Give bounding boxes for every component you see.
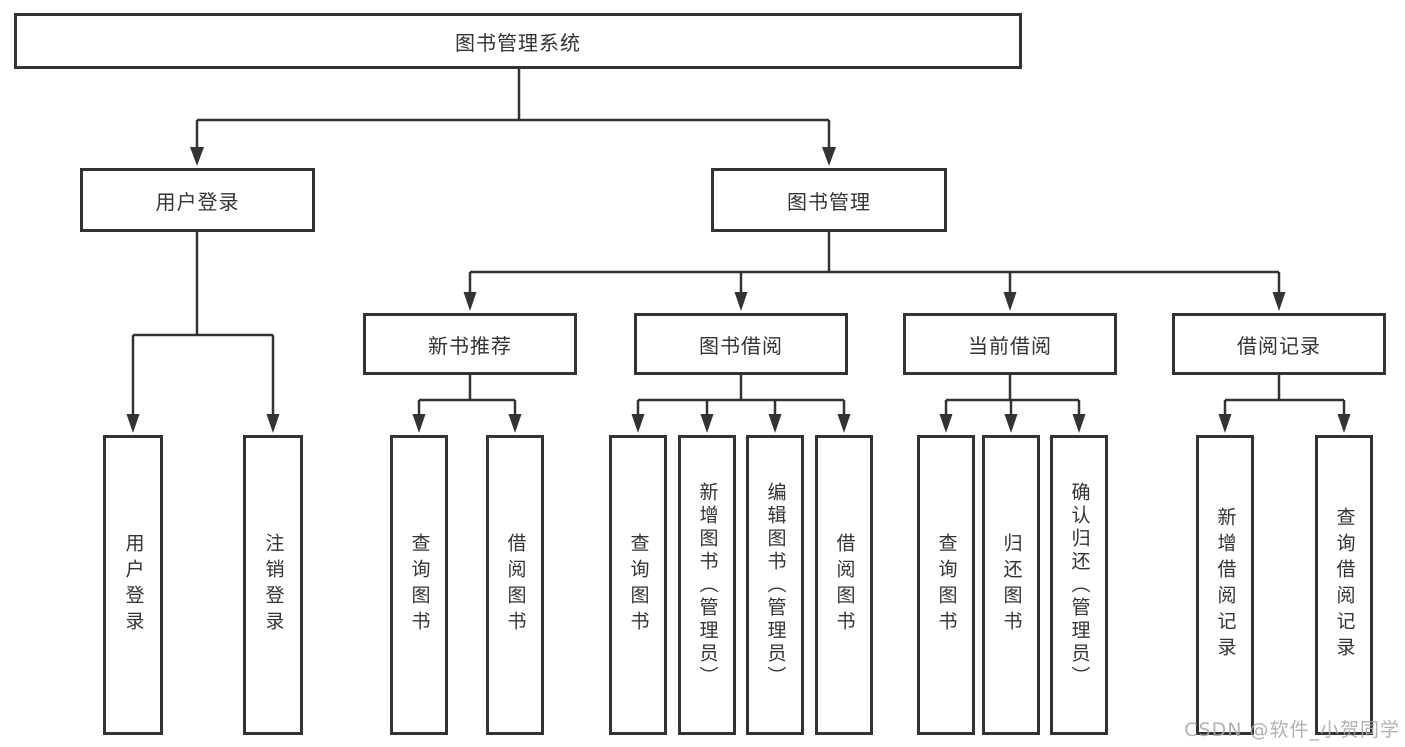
connector-new-book-to-leaves [417, 375, 517, 416]
connector-borrow-record-to-leaves [1223, 375, 1346, 416]
leaf-edit-book-admin-label: 编辑图书（管理员） [764, 481, 787, 689]
leaf-return-book: 归还图书 [982, 435, 1040, 735]
leaf-add-book-admin-label: 新增图书（管理员） [696, 481, 719, 689]
node-book-borrow-label: 图书借阅 [699, 333, 783, 358]
node-user-login: 用户登录 [80, 168, 315, 232]
node-new-book-recommend-label: 新书推荐 [428, 333, 512, 358]
node-borrow-record-label: 借阅记录 [1237, 333, 1321, 358]
csdn-watermark: CSDN @软件_小贺同学 [1184, 719, 1400, 741]
leaf-borrow-book-recommend: 借阅图书 [486, 435, 544, 735]
leaf-logout-login: 注销登录 [243, 435, 303, 735]
node-current-borrow: 当前借阅 [903, 313, 1117, 375]
arrowheads-level2 [190, 147, 836, 166]
leaf-query-book-current-label: 查询图书 [935, 533, 958, 637]
leaf-query-book-recommend-label: 查询图书 [408, 533, 431, 637]
connector-book-management-to-level3 [468, 232, 1281, 293]
leaf-query-borrow-record-label: 查询借阅记录 [1333, 507, 1356, 663]
leaf-borrow-book-recommend-label: 借阅图书 [504, 533, 527, 637]
leaf-user-login-label: 用户登录 [122, 533, 145, 637]
node-book-management: 图书管理 [711, 168, 947, 232]
node-book-management-label: 图书管理 [787, 189, 871, 214]
leaf-query-book-borrow-label: 查询图书 [627, 533, 650, 637]
arrowheads-current-borrow-leaves [939, 414, 1086, 433]
node-borrow-record: 借阅记录 [1172, 313, 1386, 375]
leaf-user-login: 用户登录 [103, 435, 163, 735]
node-current-borrow-label: 当前借阅 [968, 333, 1052, 358]
leaf-borrow-book-label: 借阅图书 [833, 533, 856, 637]
leaf-logout-login-label: 注销登录 [262, 533, 285, 637]
leaf-return-book-label: 归还图书 [1000, 533, 1023, 637]
leaf-edit-book-admin: 编辑图书（管理员） [746, 435, 804, 735]
leaf-add-borrow-record: 新增借阅记录 [1196, 435, 1254, 735]
node-user-login-label: 用户登录 [155, 189, 240, 214]
leaf-add-borrow-record-label: 新增借阅记录 [1214, 507, 1237, 663]
node-book-borrow: 图书借阅 [634, 313, 848, 375]
node-root: 图书管理系统 [14, 13, 1022, 69]
connector-user-login-to-leaves [131, 232, 275, 416]
arrowheads-user-login-leaves [126, 414, 280, 433]
leaf-query-book-current: 查询图书 [917, 435, 975, 735]
leaf-query-book-borrow: 查询图书 [609, 435, 667, 735]
connector-book-borrow-to-leaves [636, 375, 846, 416]
node-root-label: 图书管理系统 [455, 30, 581, 55]
leaf-query-book-recommend: 查询图书 [390, 435, 448, 735]
connector-current-borrow-to-leaves [944, 375, 1081, 416]
arrowheads-book-borrow-leaves [631, 414, 851, 433]
leaf-confirm-return-admin: 确认归还（管理员） [1050, 435, 1108, 735]
node-new-book-recommend: 新书推荐 [363, 313, 577, 375]
arrowheads-level3 [463, 292, 1286, 311]
connector-root-to-level2 [195, 69, 831, 149]
leaf-query-borrow-record: 查询借阅记录 [1315, 435, 1373, 735]
leaf-add-book-admin: 新增图书（管理员） [678, 435, 736, 735]
leaf-borrow-book: 借阅图书 [815, 435, 873, 735]
arrowheads-borrow-record-leaves [1218, 414, 1351, 433]
arrowheads-new-book-leaves [412, 414, 522, 433]
leaf-confirm-return-admin-label: 确认归还（管理员） [1068, 481, 1091, 689]
